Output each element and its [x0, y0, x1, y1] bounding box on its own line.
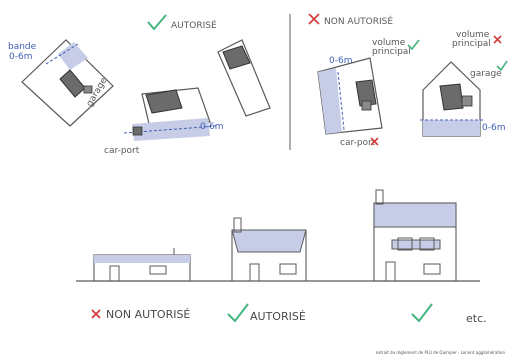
front-strip-5	[423, 120, 480, 136]
check-icon-bottom-1	[228, 304, 248, 321]
check-icon	[148, 15, 166, 29]
top-left-panel: AUTORISÉ bande 0-6m garage car-port 0-6m	[8, 15, 270, 156]
door-flat	[110, 266, 119, 281]
chimney-house-2	[376, 190, 383, 204]
label-garage-2: garage	[470, 69, 502, 79]
label-bande-dist: 0-6m	[9, 52, 32, 62]
cross-icon-volume	[494, 36, 501, 43]
label-principal-2: principal	[452, 39, 491, 49]
top-right-panel: NON AUTORISÉ 0-6m volume principal car-p…	[309, 14, 507, 148]
front-strip-1	[58, 42, 88, 70]
label-dist-3: 0-6m	[482, 123, 505, 133]
top-right-title: NON AUTORISÉ	[324, 15, 393, 27]
label-bande: bande	[8, 42, 37, 52]
door-house-1	[250, 264, 259, 281]
label-dist-1: 0-6m	[200, 122, 223, 132]
label-carport-1: car-port	[104, 146, 140, 156]
cross-icon	[309, 14, 319, 24]
label-principal-1: principal	[372, 47, 411, 57]
garage-5	[462, 96, 472, 106]
roof-house-1	[232, 230, 306, 252]
window-flat	[150, 266, 166, 274]
cross-icon-bottom	[92, 310, 100, 318]
top-left-title: AUTORISÉ	[171, 19, 217, 31]
bottom-panel: NON AUTORISÉ AUTORISÉ etc.	[76, 190, 487, 325]
balcony-house-2	[392, 240, 440, 249]
caption-non-autorise: NON AUTORISÉ	[106, 308, 190, 321]
caption-etc: etc.	[466, 312, 487, 325]
house-1	[60, 70, 85, 97]
footer-note: extrait du règlement de PLU de Quimper ·…	[376, 350, 506, 355]
door-house-2	[386, 262, 395, 281]
carport-2	[133, 127, 142, 135]
building-flat-band	[94, 255, 190, 263]
label-carport-2: car-port	[340, 138, 376, 148]
check-icon-small	[408, 40, 419, 49]
roof-house-2	[374, 203, 456, 227]
window-house-1	[280, 264, 296, 274]
caption-autorise: AUTORISÉ	[250, 310, 306, 323]
label-dist-2: 0-6m	[329, 56, 352, 66]
check-icon-bottom-2	[412, 304, 432, 321]
house-5	[440, 84, 463, 110]
carport-4	[362, 101, 371, 110]
window-house-2	[424, 264, 440, 274]
